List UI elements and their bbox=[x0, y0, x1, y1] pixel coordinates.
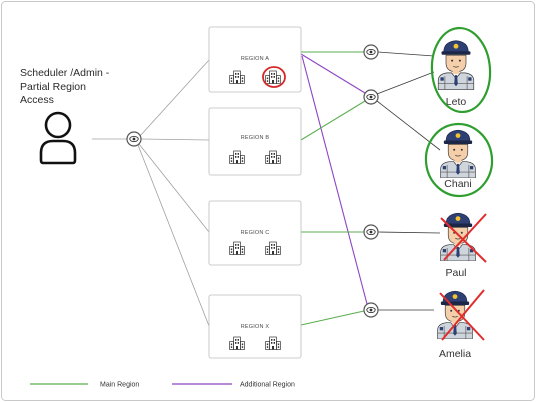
eye-icon bbox=[363, 302, 379, 318]
actor-label-line-2: Partial Region bbox=[20, 81, 86, 93]
guard-leto: Leto bbox=[430, 26, 492, 114]
additional-line-region-a-2 bbox=[301, 55, 368, 305]
access-line-region-a bbox=[139, 59, 210, 137]
eye-icon bbox=[363, 89, 379, 105]
guard-name: Chani bbox=[444, 178, 471, 190]
guard-amelia: Amelia bbox=[437, 289, 485, 360]
green-circle-icon bbox=[424, 122, 494, 198]
assignment-line-paul bbox=[377, 231, 441, 234]
eye-icon bbox=[126, 131, 142, 147]
region-box-c: REGION C bbox=[208, 200, 302, 266]
legend-label-additional-region: Additional Region bbox=[240, 382, 295, 389]
red-circle-icon bbox=[262, 66, 286, 88]
guard-paul: Paul bbox=[440, 212, 487, 279]
actor-label-line-1: Scheduler /Admin - bbox=[20, 67, 110, 79]
eye-icon bbox=[363, 224, 379, 240]
access-line-region-c bbox=[138, 143, 210, 233]
main-line-region-b bbox=[300, 100, 366, 141]
red-cross-icon bbox=[439, 289, 485, 341]
region-box-x: REGION X bbox=[208, 294, 302, 359]
guard-name: Leto bbox=[446, 96, 467, 108]
region-label: REGION X bbox=[241, 324, 270, 330]
person-icon bbox=[39, 111, 77, 165]
assignment-line-leto-2 bbox=[376, 71, 435, 95]
region-label: REGION B bbox=[241, 135, 270, 141]
red-cross-icon bbox=[440, 213, 487, 263]
assignment-line-leto-1 bbox=[377, 51, 435, 57]
actor-label-line-3: Access bbox=[20, 94, 54, 106]
green-circle-icon bbox=[430, 26, 492, 114]
region-box-b: REGION B bbox=[208, 107, 302, 176]
eye-icon bbox=[363, 44, 379, 60]
region-label: REGION C bbox=[241, 230, 270, 236]
legend: Main Region Additional Region bbox=[30, 382, 295, 389]
region-label: REGION A bbox=[241, 56, 269, 62]
guard-name: Amelia bbox=[439, 348, 471, 360]
main-line-region-x bbox=[300, 310, 365, 326]
legend-label-main-region: Main Region bbox=[100, 382, 139, 389]
access-line-region-x bbox=[137, 144, 210, 327]
additional-line-region-a-1 bbox=[300, 53, 366, 94]
region-box-a: REGION A bbox=[208, 26, 302, 93]
guard-name: Paul bbox=[445, 267, 466, 279]
guard-chani: Chani bbox=[424, 122, 494, 198]
access-line-region-b bbox=[140, 138, 210, 141]
